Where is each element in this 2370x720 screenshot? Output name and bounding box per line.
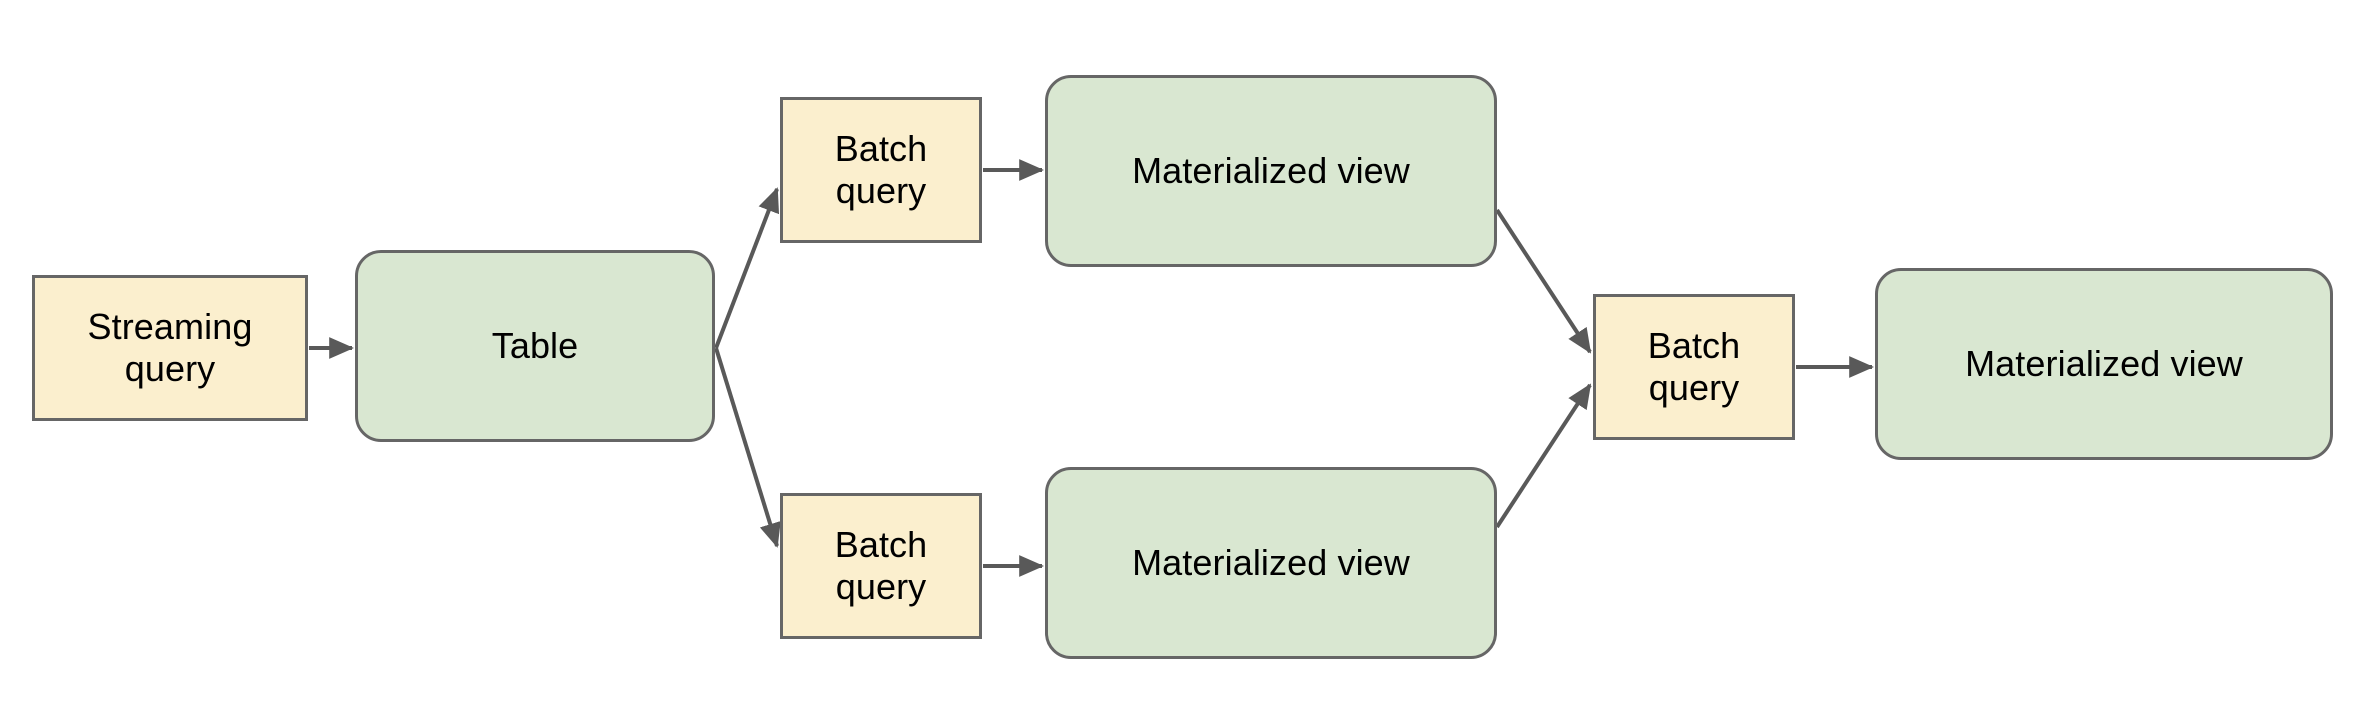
edge-materialized-view-bottom-to-batch-query-join [1495,383,1592,529]
node-materialized-view-bottom[interactable]: Materialized view [1045,467,1497,659]
node-batch-query-top-label: Batch query [834,127,928,211]
node-streaming-query-label: Streaming query [87,305,253,389]
node-batch-query-join-label: Batch query [1647,324,1741,408]
edge-table-to-batch-query-top [714,187,780,349]
node-materialized-view-bottom-label: Materialized view [1132,541,1410,583]
node-batch-query-bottom[interactable]: Batch query [780,493,982,639]
node-table-label: Table [491,324,579,366]
node-streaming-query[interactable]: Streaming query [32,275,308,421]
edge-table-to-batch-query-bottom [714,347,781,548]
node-materialized-view-final[interactable]: Materialized view [1875,268,2333,460]
node-batch-query-join[interactable]: Batch query [1593,294,1795,440]
node-materialized-view-top[interactable]: Materialized view [1045,75,1497,267]
node-batch-query-top[interactable]: Batch query [780,97,982,243]
node-materialized-view-final-label: Materialized view [1965,342,2243,384]
edge-materialized-view-top-to-batch-query-join [1495,208,1592,354]
node-batch-query-bottom-label: Batch query [834,523,928,607]
node-table[interactable]: Table [355,250,715,442]
node-materialized-view-top-label: Materialized view [1132,149,1410,191]
